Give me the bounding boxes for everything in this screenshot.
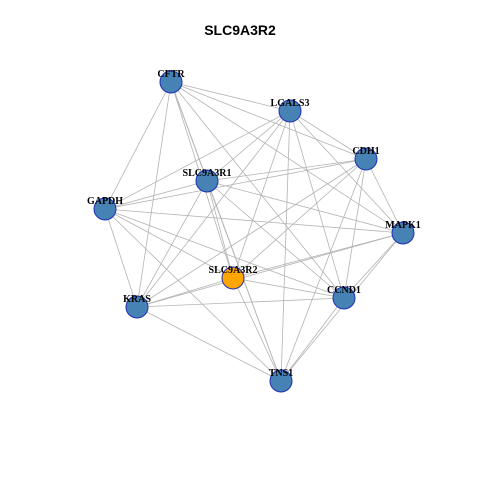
edge-slc9a3r2-kras: [136, 277, 234, 308]
edge-cdh1-slc9a3r2: [232, 158, 367, 279]
edge-mapk1-ccnd1: [343, 232, 404, 299]
edge-cftr-cdh1: [170, 81, 367, 160]
edge-cftr-mapk1: [170, 81, 404, 234]
node-kras[interactable]: [125, 295, 149, 319]
edge-cdh1-mapk1: [365, 158, 404, 234]
node-label-mapk1: MAPK1: [385, 220, 421, 231]
node-ccnd1[interactable]: [332, 286, 356, 310]
edge-cftr-kras: [136, 81, 172, 308]
edge-gapdh-kras: [104, 208, 138, 308]
edge-ccnd1-tns1: [280, 297, 345, 382]
node-slc9a3r2[interactable]: [221, 266, 245, 290]
edge-cftr-lgals3: [170, 81, 291, 112]
node-tns1[interactable]: [269, 369, 293, 393]
node-cdh1[interactable]: [354, 147, 378, 171]
edge-cdh1-ccnd1: [343, 158, 367, 299]
node-label-cftr: CFTR: [157, 69, 185, 80]
edge-gapdh-tns1: [104, 208, 282, 382]
edge-lgals3-gapdh: [104, 110, 291, 210]
node-label-gapdh: GAPDH: [87, 196, 123, 207]
node-label-cdh1: CDH1: [352, 146, 379, 157]
node-lgals3[interactable]: [278, 99, 302, 123]
node-slc9a3r1[interactable]: [195, 169, 219, 193]
edge-slc9a3r2-ccnd1: [232, 277, 345, 299]
edge-slc9a3r1-kras: [136, 180, 208, 308]
node-layer: [93, 70, 415, 393]
edge-cftr-ccnd1: [170, 81, 345, 299]
edge-kras-tns1: [136, 306, 282, 382]
edge-slc9a3r1-gapdh: [104, 180, 208, 210]
figure-title: SLC9A3R2: [204, 22, 276, 38]
node-gapdh[interactable]: [93, 197, 117, 221]
edge-lgals3-slc9a3r1: [206, 110, 291, 182]
edge-slc9a3r1-mapk1: [206, 180, 404, 234]
edge-mapk1-kras: [136, 232, 404, 308]
edge-cdh1-gapdh: [104, 158, 367, 210]
edge-cftr-gapdh: [104, 81, 172, 210]
edge-slc9a3r1-ccnd1: [206, 180, 345, 299]
edge-layer: [104, 81, 404, 382]
edge-gapdh-slc9a3r2: [104, 208, 234, 279]
node-label-kras: KRAS: [123, 294, 151, 305]
node-label-ccnd1: CCND1: [327, 285, 361, 296]
edge-lgals3-cdh1: [289, 110, 367, 160]
edge-lgals3-kras: [136, 110, 291, 308]
edge-lgals3-slc9a3r2: [232, 110, 291, 279]
edge-cdh1-slc9a3r1: [206, 158, 367, 182]
edge-slc9a3r2-tns1: [232, 277, 282, 382]
node-mapk1[interactable]: [391, 221, 415, 245]
node-label-slc9a3r1: SLC9A3R1: [183, 168, 232, 179]
edge-lgals3-tns1: [280, 110, 291, 382]
node-label-tns1: TNS1: [269, 368, 293, 379]
edge-kras-ccnd1: [136, 297, 345, 308]
node-label-slc9a3r2: SLC9A3R2: [209, 265, 258, 276]
node-cftr[interactable]: [159, 70, 183, 94]
edge-cdh1-kras: [136, 158, 367, 308]
edge-lgals3-ccnd1: [289, 110, 345, 299]
node-label-lgals3: LGALS3: [271, 98, 310, 109]
edge-gapdh-mapk1: [104, 208, 404, 234]
edge-slc9a3r1-slc9a3r2: [206, 180, 234, 279]
edge-gapdh-ccnd1: [104, 208, 345, 299]
edge-cdh1-tns1: [280, 158, 367, 382]
